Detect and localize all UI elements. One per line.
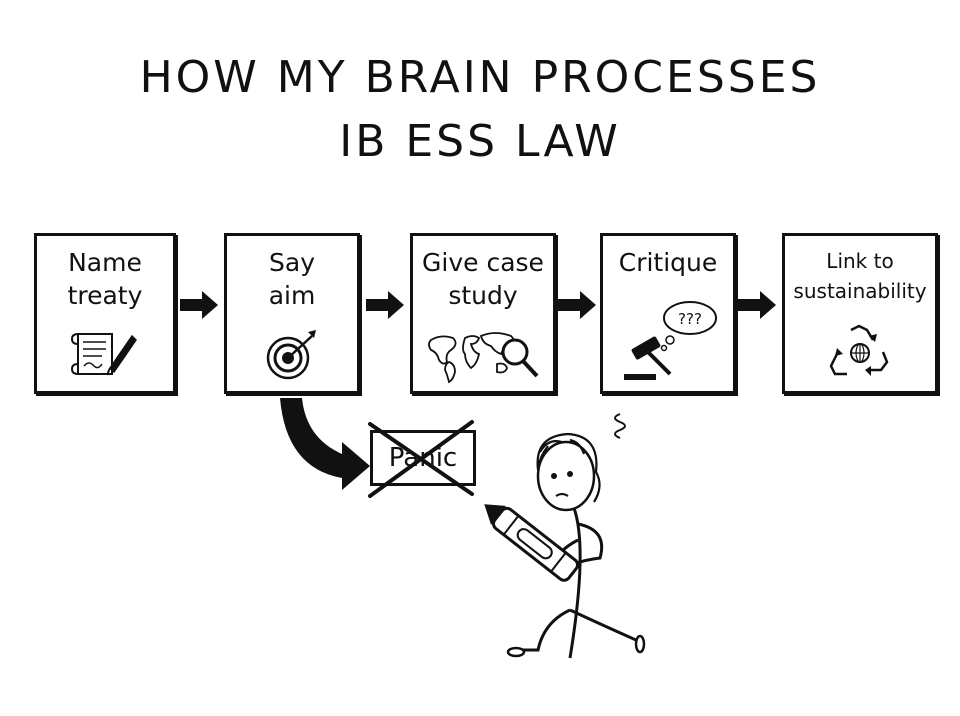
recycle-icon: [829, 324, 889, 376]
bubble-text: ???: [678, 310, 702, 328]
arrow-right-icon: [366, 291, 404, 319]
thought-bubble-icon: ???: [624, 301, 717, 380]
stick-figure-icon: [484, 413, 646, 659]
step-label: Critique: [618, 248, 718, 277]
curved-arrow-icon: [280, 398, 370, 490]
title-line-2: IB ESS LAW: [339, 116, 621, 167]
scroll-quill-icon: [70, 333, 137, 376]
arrow-right-icon: [558, 291, 596, 319]
cross-out-icon: [368, 420, 474, 498]
target-icon: [266, 330, 316, 380]
step-critique: Critique ???: [600, 233, 736, 394]
world-map-icon: [428, 332, 539, 384]
arrow-right-icon: [180, 291, 218, 319]
crayon-icon: [484, 504, 580, 582]
arrow-right-icon: [738, 291, 776, 319]
gavel-icon: [624, 336, 672, 380]
title-line-1: HOW MY BRAIN PROCESSES: [139, 52, 821, 103]
